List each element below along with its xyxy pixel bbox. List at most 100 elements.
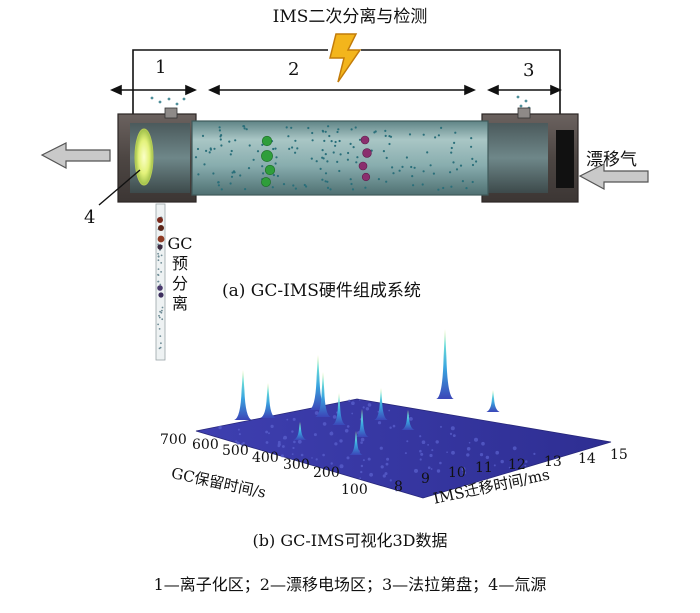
gas-particle [230, 149, 233, 153]
x-tick: 500 [222, 443, 249, 459]
plot-surface-noise [419, 435, 422, 438]
plot-surface-noise [427, 444, 429, 446]
plot-surface-noise [265, 441, 269, 444]
gas-particle [294, 151, 297, 154]
y-tick: 12 [508, 457, 526, 473]
gas-particle [339, 153, 342, 156]
gc-column [155, 203, 166, 361]
gas-particle [274, 162, 277, 165]
gas-particle [244, 188, 247, 191]
purple-ions [358, 135, 372, 182]
gas-particle [321, 149, 324, 152]
plot-peak [309, 355, 327, 410]
plot-surface-noise [242, 441, 245, 445]
plot-surface-noise [334, 442, 338, 446]
gas-particle [391, 166, 394, 169]
region-label-4: 4 [84, 207, 96, 228]
plot-surface-noise [392, 424, 396, 428]
plot-surface-noise [314, 411, 319, 415]
column-particle [158, 314, 160, 317]
plot-surface-noise [474, 437, 478, 442]
gas-particle [218, 129, 221, 132]
drift-gas-label: 漂移气 [586, 150, 637, 170]
plot-surface-noise [452, 434, 456, 437]
gas-particle [324, 153, 327, 156]
gas-particle [248, 144, 251, 147]
gas-particle [305, 185, 308, 188]
y-tick: 15 [610, 447, 628, 463]
plot-surface-noise [495, 450, 500, 455]
plot-surface-noise [369, 472, 373, 477]
plot-peak [355, 409, 369, 437]
gas-particle [275, 156, 278, 159]
gas-particle [319, 167, 322, 170]
gas-particle [243, 125, 246, 128]
gas-particle [296, 147, 299, 150]
gas-particle [434, 136, 437, 139]
gas-particle [271, 186, 274, 189]
plot-surface-noise [451, 450, 455, 455]
gas-particle [337, 128, 340, 131]
gas-particle [220, 188, 223, 191]
column-particle [158, 328, 161, 330]
x-tick: 700 [160, 432, 187, 448]
gas-particle [411, 175, 414, 178]
gas-particle [465, 187, 468, 190]
plot-surface-noise [282, 445, 285, 448]
gas-particle [346, 158, 349, 161]
column-particle [161, 318, 164, 321]
gas-particle [470, 137, 473, 140]
region-label-1: 1 [155, 57, 167, 78]
plot-surface-noise [466, 453, 470, 457]
gas-particle [324, 172, 328, 175]
gas-particle [326, 160, 329, 163]
plot-surface-noise [508, 466, 511, 469]
plot-surface-noise [367, 403, 372, 407]
plot-surface-noise [493, 464, 496, 467]
gas-particle [440, 126, 443, 129]
gas-particle [228, 140, 231, 143]
column-particle [160, 262, 163, 264]
plot-surface-noise [238, 433, 241, 436]
gas-particle [261, 165, 264, 168]
caption-b: (b) GC-IMS可视化3D数据 [252, 531, 448, 550]
gas-particle [294, 187, 297, 190]
plot-surface-noise [360, 441, 363, 444]
gas-particle [272, 174, 275, 177]
plot-peak [486, 390, 500, 412]
gc-label-line2: 预 [171, 254, 188, 273]
x-tick: 300 [283, 457, 310, 473]
column-particle [158, 316, 161, 319]
gas-particle [373, 131, 376, 134]
plot-surface-noise [330, 462, 333, 465]
ionization-cap [117, 107, 197, 203]
tritium-source [134, 128, 154, 186]
plot-surface-noise [360, 437, 365, 442]
gas-particle [285, 126, 288, 129]
column-particle [157, 273, 159, 276]
plot-surface-noise [533, 452, 536, 455]
gas-particle [294, 139, 297, 142]
plot-surface-noise [365, 407, 370, 411]
plot-surface-noise [385, 462, 389, 466]
plot-surface-noise [270, 424, 274, 428]
gas-particle [470, 145, 473, 148]
plot-surface-noise [431, 449, 434, 452]
gas-particle [392, 172, 395, 175]
plot-surface-noise [313, 433, 317, 437]
gas-particle [471, 180, 474, 184]
gas-particle [329, 188, 332, 191]
gas-particle [455, 168, 459, 171]
plot-surface-noise [362, 406, 365, 409]
plot-surface-noise [461, 467, 466, 472]
gas-particle [471, 157, 474, 160]
region-label-3: 3 [523, 60, 535, 81]
gas-particle [351, 188, 355, 191]
gas-particle [324, 130, 327, 133]
column-particle [157, 243, 160, 246]
plot-surface-noise [346, 425, 350, 428]
plot-surface-noise [430, 468, 433, 470]
gas-particle [453, 141, 456, 144]
gas-particle [201, 134, 205, 137]
plot-surface-noise [332, 415, 337, 419]
